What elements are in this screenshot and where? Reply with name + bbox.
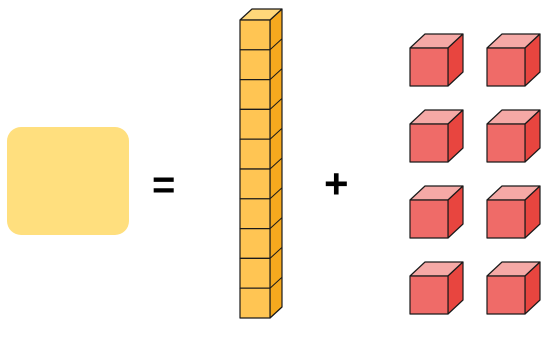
unit-cube	[486, 261, 541, 315]
tens-rod-unit	[239, 78, 271, 111]
tens-rod-unit	[239, 19, 271, 51]
tens-rod-segment-line	[269, 276, 283, 289]
unit-cube	[486, 33, 541, 87]
unit-cube-front	[409, 199, 449, 239]
tens-rod-segment-line	[269, 98, 283, 110]
unit-cube	[409, 33, 464, 87]
unit-cubes	[409, 33, 541, 315]
tens-rod	[239, 8, 283, 319]
tens-rod-segment-line	[269, 157, 283, 170]
unit-cube	[409, 109, 464, 163]
tens-rod-unit	[239, 108, 271, 140]
tens-rod-segment-line	[269, 38, 283, 51]
plus-sign: +	[324, 160, 349, 207]
unit-cube-front	[486, 123, 526, 163]
tens-rod-unit	[239, 287, 271, 319]
tens-rod-segment-line	[269, 187, 283, 200]
tens-rod-unit	[239, 168, 271, 200]
unit-cube	[486, 185, 541, 239]
unit-cube-front	[486, 47, 526, 87]
tens-rod-unit	[239, 257, 271, 289]
tens-rod-unit	[239, 138, 271, 170]
equals-sign: =	[152, 163, 176, 207]
unit-cube	[409, 185, 464, 239]
tens-rod-segment-line	[269, 306, 283, 319]
tens-rod-segment-line	[269, 217, 283, 229]
tens-rod-unit	[239, 49, 271, 81]
unit-cube-front	[486, 199, 526, 239]
unit-cube-front	[486, 275, 526, 315]
unit-cube	[409, 261, 464, 315]
tens-rod-segment-line	[269, 247, 283, 259]
tens-rod-segment-line	[269, 68, 283, 80]
tens-rod-unit	[239, 198, 271, 230]
unit-cube	[486, 109, 541, 163]
tens-rod-unit	[239, 228, 271, 259]
unit-cube-front	[409, 47, 449, 87]
unit-cube-front	[409, 123, 449, 163]
tens-rod-segment-line	[269, 127, 283, 140]
unit-cube-front	[409, 275, 449, 315]
answer-box[interactable]	[7, 127, 129, 235]
